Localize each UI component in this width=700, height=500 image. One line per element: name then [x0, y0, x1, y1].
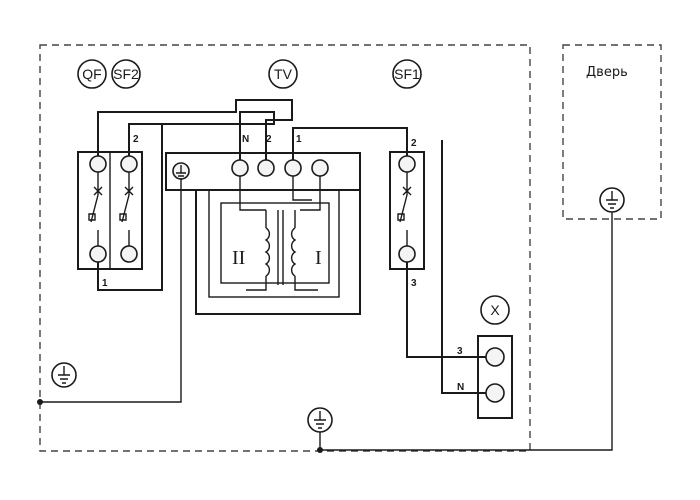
- svg-text:1: 1: [296, 134, 302, 145]
- qf-sf2-breakers: [77, 151, 143, 270]
- door-label: Дверь: [586, 65, 628, 80]
- ground-icon: [51, 362, 77, 388]
- qf-tag: QF: [77, 59, 107, 89]
- svg-text:X: X: [490, 302, 500, 318]
- svg-text:2: 2: [133, 134, 139, 145]
- svg-text:2: 2: [411, 138, 417, 149]
- tv-tag: TV: [268, 59, 298, 89]
- sf2-tag: SF2: [111, 59, 141, 89]
- ground-junction-bottom: [317, 447, 323, 453]
- svg-text:SF1: SF1: [394, 66, 420, 82]
- svg-text:SF2: SF2: [113, 66, 139, 82]
- svg-text:N: N: [457, 382, 464, 393]
- ground-junction: [37, 399, 43, 405]
- svg-text:N: N: [242, 134, 249, 145]
- svg-text:II: II: [232, 247, 245, 269]
- svg-text:1: 1: [102, 278, 108, 289]
- door-enclosure: [562, 44, 662, 220]
- ground-icon: [307, 407, 333, 433]
- x-terminal-block: [477, 335, 513, 419]
- cabinet-enclosure: [39, 44, 531, 452]
- svg-text:2: 2: [266, 134, 272, 145]
- svg-text:I: I: [315, 247, 322, 269]
- svg-text:TV: TV: [274, 66, 293, 82]
- svg-text:3: 3: [411, 278, 417, 289]
- sf1-breaker: [389, 151, 425, 270]
- sf1-tag: SF1: [392, 59, 422, 89]
- x-tag: X: [480, 295, 510, 325]
- tv-transformer: II I: [165, 152, 361, 315]
- ground-icon: [599, 187, 625, 213]
- svg-text:3: 3: [457, 346, 463, 357]
- wires: [37, 99, 613, 453]
- svg-text:QF: QF: [82, 66, 101, 82]
